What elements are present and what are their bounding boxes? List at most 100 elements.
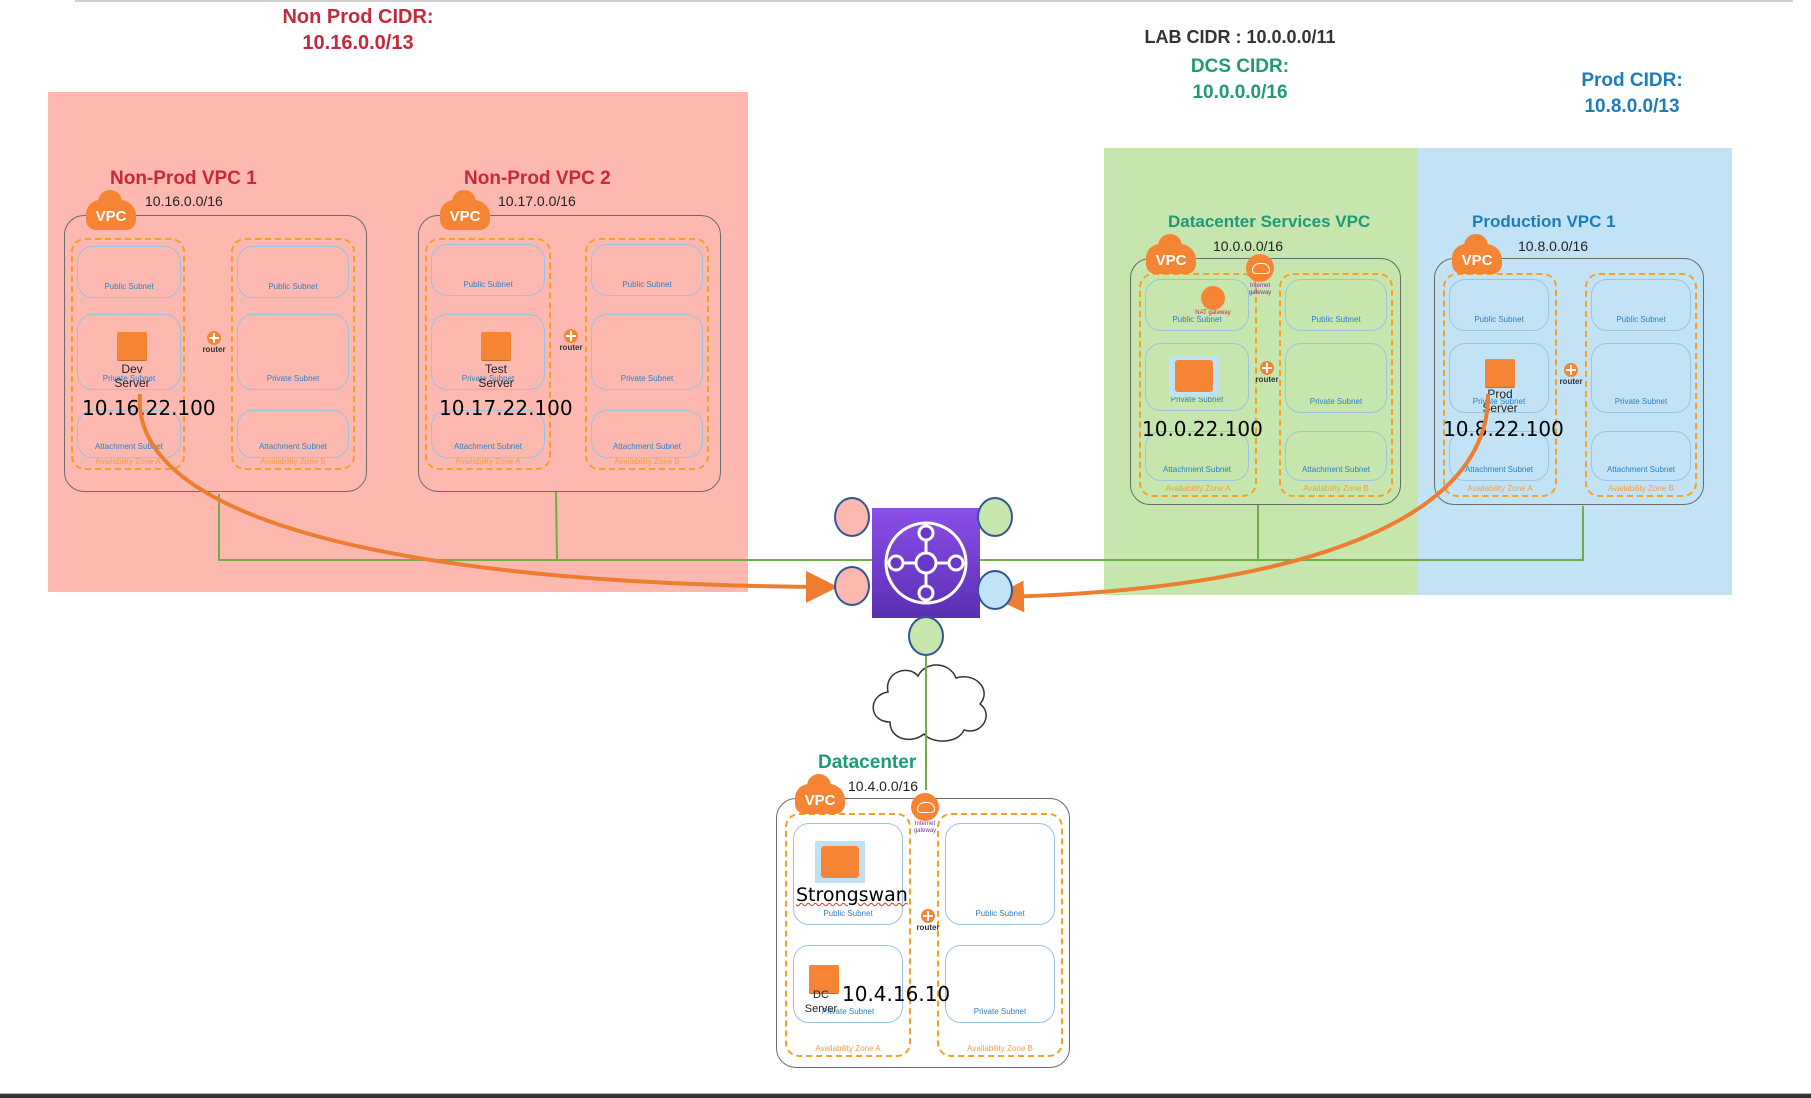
subnet-label: Attachment Subnet [258, 442, 328, 451]
flow-arrow-prod-to-tgw [992, 393, 1491, 613]
az-label: Availability Zone B [1303, 484, 1369, 493]
attachment-line-nonprod-2 [555, 491, 558, 562]
router-icon: router [1251, 361, 1283, 384]
vpc-icon: VPC [86, 190, 136, 230]
availability-zone-b: Public Subnet Private Subnet Attachment … [1585, 273, 1697, 497]
server-ip: 10.8.22.100 [1443, 417, 1564, 441]
nonprod-region [48, 92, 748, 592]
internet-cloud-icon [872, 664, 987, 742]
server-icon [117, 332, 147, 360]
subnet-label: Private Subnet [1309, 397, 1363, 406]
server-ip: 10.16.22.100 [82, 396, 216, 420]
az-label: Availability Zone A [1165, 484, 1231, 493]
public-subnet: Public Subnet [1145, 279, 1249, 331]
dcs-cidr-value: 10.0.0.0/16 [1192, 82, 1288, 103]
tgw-attachment-nonprod-2[interactable] [834, 566, 870, 606]
tgw-attachment-datacenter[interactable] [908, 616, 944, 656]
subnet-label: Attachment Subnet [1606, 465, 1676, 474]
tgw-attachment-nonprod-1[interactable] [834, 497, 870, 537]
prod-cidr-label: Prod CIDR: [1581, 70, 1683, 91]
subnet-label: Private Subnet [461, 374, 515, 383]
attachment-subnet: Attachment Subnet [1591, 431, 1691, 481]
vpc-icon: VPC [1452, 234, 1502, 274]
vpc-icon: VPC [440, 190, 490, 230]
availability-zone-b: Public Subnet Private Subnet Attachment … [231, 238, 355, 470]
public-subnet: Public Subnet [1591, 279, 1691, 331]
internet-gateway-icon [911, 793, 939, 821]
vpc-cidr: 10.16.0.0/16 [145, 193, 223, 209]
bottom-border [0, 1093, 1811, 1098]
subnet-label: Attachment Subnet [1301, 465, 1371, 474]
tgw-attachment-dcs[interactable] [977, 497, 1013, 537]
subnet-label: Attachment Subnet [94, 442, 164, 451]
az-label: Availability Zone A [1467, 484, 1533, 493]
vpc-cidr: 10.8.0.0/16 [1518, 238, 1589, 254]
nonprod-cidr-value: 10.16.0.0/13 [302, 32, 414, 54]
server-icon [1169, 355, 1219, 397]
subnet-label: Private Subnet [821, 1007, 875, 1016]
datacenter-cidr: 10.4.0.0/16 [848, 778, 919, 794]
router-icon: router [555, 329, 587, 352]
server-ip: 10.0.22.100 [1142, 417, 1263, 441]
subnet-label: Public Subnet [1311, 315, 1361, 324]
tgw-attachment-prod[interactable] [977, 570, 1013, 610]
dc-server-ip: 10.4.16.10 [842, 982, 951, 1006]
transit-gateway[interactable] [872, 508, 980, 618]
subnet-label: Public Subnet [104, 282, 154, 291]
private-subnet: Private Subnet [1145, 343, 1249, 411]
dcs-cidr-label: DCS CIDR: [1190, 56, 1290, 77]
vpc-icon: VPC [1146, 234, 1196, 274]
prod-cidr-value: 10.8.0.0/13 [1584, 96, 1680, 117]
availability-zone-b: Public Subnet Private Subnet Attachment … [585, 238, 709, 470]
public-subnet: Public Subnet [945, 823, 1055, 925]
internet-gateway-icon [1246, 254, 1274, 282]
availability-zone-b: Public Subnet Private Subnet Attachment … [1279, 273, 1393, 497]
availability-zone-a: Public Subnet Private Subnet Attachment … [1443, 273, 1557, 497]
subnet-label: Private Subnet [1614, 397, 1668, 406]
vpc-container: Public Subnet Private Subnet Attachment … [1434, 258, 1704, 505]
server-icon [481, 332, 511, 360]
transit-gateway-icon [884, 521, 968, 605]
subnet-label: Public Subnet [823, 909, 873, 918]
attachment-line-nonprod [218, 494, 872, 561]
server-name: Test Server [478, 362, 514, 390]
subnet-label: Attachment Subnet [1162, 465, 1232, 474]
vpc-cidr: 10.17.0.0/16 [498, 193, 576, 209]
server-name: Dev Server [114, 362, 150, 390]
vpc-cidr: 10.0.0.0/16 [1213, 238, 1284, 254]
server-name: Prod Server [1482, 387, 1518, 415]
vpc-container: Public Subnet Private Subnet Attachment … [418, 215, 721, 492]
private-subnet: Private Subnet [1285, 343, 1387, 413]
private-subnet: Private Subnet [1591, 343, 1691, 413]
vpc-container: Public Subnet Private Subnet Attachment … [64, 215, 367, 492]
nat-gateway-icon [1201, 286, 1225, 310]
public-subnet: Public Subnet [591, 244, 703, 296]
lab-cidr-heading: LAB CIDR : 10.0.0.0/11 [1144, 27, 1336, 47]
availability-zone-a: Public Subnet Private Subnet Availabilit… [785, 813, 911, 1057]
dcs-cidr-heading: DCS CIDR: 10.0.0.0/16 [1090, 54, 1390, 106]
attachment-line-prod [980, 506, 1584, 561]
attachment-subnet: Attachment Subnet [1449, 431, 1549, 481]
subnet-label: Public Subnet [1172, 315, 1222, 324]
subnet-label: Private Subnet [102, 374, 156, 383]
subnet-label: Private Subnet [1472, 397, 1526, 406]
subnet-label: Public Subnet [1616, 315, 1666, 324]
public-subnet: Public Subnet [237, 246, 349, 298]
public-subnet: Public Subnet [1285, 279, 1387, 331]
attachment-subnet: Attachment Subnet [591, 410, 703, 458]
top-border [75, 0, 1793, 2]
flow-arrow-dev-to-tgw [137, 393, 838, 603]
subnet-label: Public Subnet [463, 280, 513, 289]
az-label: Availability Zone B [967, 1044, 1033, 1053]
router-icon: router [198, 331, 230, 354]
attachment-subnet: Attachment Subnet [237, 410, 349, 458]
vpc-container: Public Subnet Private Subnet Attachment … [1130, 258, 1401, 505]
public-subnet: Public Subnet [431, 244, 545, 296]
az-label: Availability Zone B [614, 457, 680, 466]
strongswan-server-icon [815, 841, 865, 883]
private-subnet: Private Subnet [77, 314, 181, 390]
attachment-subnet: Attachment Subnet [77, 410, 181, 458]
private-subnet: Private Subnet [1449, 343, 1549, 413]
datacenter-vpc-container: Public Subnet Private Subnet Availabilit… [776, 798, 1070, 1068]
